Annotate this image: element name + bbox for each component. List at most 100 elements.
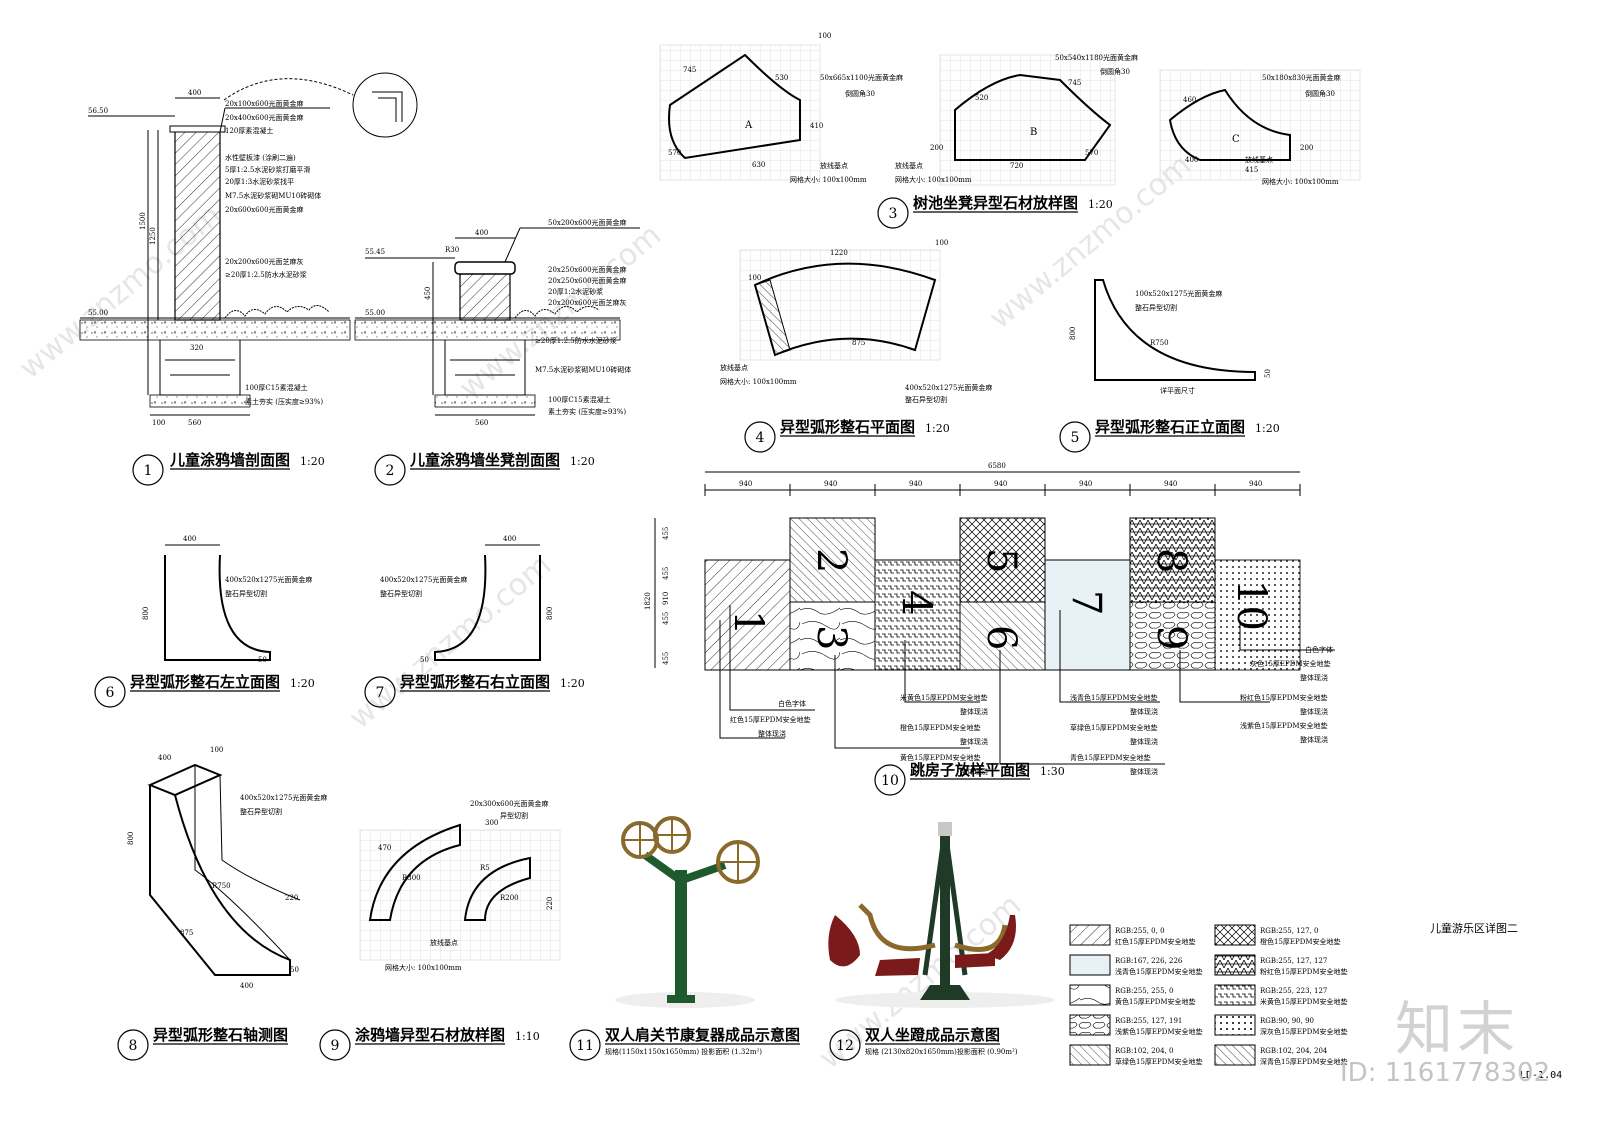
hop-cell-7 bbox=[1044, 559, 1131, 671]
dim-label: R750 bbox=[1150, 339, 1169, 347]
dim-label: 400 bbox=[503, 535, 516, 543]
view-title: 异型弧形整石右立面图 bbox=[400, 673, 550, 691]
view-title: 异型弧形整石平面图 bbox=[780, 418, 915, 436]
view-scale: 1:20 bbox=[925, 422, 950, 435]
view1-wall-section: 400 56.50 55.00 1500 1250 320 560 100 20… bbox=[79, 72, 418, 427]
dim-label: 520 bbox=[975, 94, 988, 102]
dim-label: 100 bbox=[152, 419, 165, 427]
legend-label: 浅青色15厚EPDM安全地垫 bbox=[1115, 967, 1203, 976]
callout-text: 红色15厚EPDM安全地垫 bbox=[730, 715, 811, 724]
dim-label: 50 bbox=[290, 966, 299, 974]
legend-label: 浅紫色15厚EPDM安全地垫 bbox=[1115, 1027, 1203, 1036]
legend-rgb: RGB:102, 204, 0 bbox=[1115, 1047, 1173, 1055]
view-subtitle: 规格(1150x1150x1650mm) 投影面积 (1.32m²) bbox=[605, 1047, 762, 1056]
dim-label: 400 bbox=[183, 535, 196, 543]
callout-text: 20x400x600光面黄金麻 bbox=[225, 113, 304, 122]
callout-text: 整体现浇 bbox=[960, 737, 988, 746]
callout-text: 120厚素混凝土 bbox=[225, 126, 273, 135]
callout-text: 整体现浇 bbox=[1300, 707, 1328, 716]
dim-label: 1500 bbox=[139, 212, 147, 230]
dim-label: 320 bbox=[190, 344, 203, 352]
dim-label: 570 bbox=[668, 149, 681, 157]
view-number: 11 bbox=[576, 1038, 594, 1054]
view-title: 异型弧形整石正立面图 bbox=[1095, 418, 1245, 436]
legend-label: 深青色15厚EPDM安全地垫 bbox=[1260, 1057, 1348, 1066]
dim-label: 1220 bbox=[830, 249, 848, 257]
callout-text: 白色字体 bbox=[778, 699, 806, 708]
dim-label: 400 bbox=[158, 754, 171, 762]
view-scale: 1:20 bbox=[290, 677, 315, 690]
view-title: 跳房子放样平面图 bbox=[910, 761, 1030, 779]
view-title: 双人肩关节康复器成品示意图 bbox=[605, 1026, 800, 1044]
setout-point: 放线基点 bbox=[820, 161, 848, 170]
dim-label: 300 bbox=[485, 819, 498, 827]
dim-label: 530 bbox=[775, 74, 788, 82]
dim-col: 940 bbox=[909, 480, 922, 488]
hop-cell-3 bbox=[789, 601, 876, 671]
callout-text: 100厚C15素混凝土 bbox=[548, 395, 611, 404]
view11-shoulder-rehab-equipment bbox=[615, 816, 760, 1008]
dim-label: R300 bbox=[402, 874, 421, 882]
dim-label: 400 bbox=[1185, 156, 1198, 164]
stone-note: 整石异型切割 bbox=[225, 589, 267, 598]
callout-text: 水性壁板漆 (涂刷二遍) bbox=[225, 153, 296, 162]
callout-text: 青色15厚EPDM安全地垫 bbox=[1070, 753, 1151, 762]
brand-logo: 知末 bbox=[1395, 995, 1520, 1063]
view-scale: 1:20 bbox=[1088, 198, 1113, 211]
grid-size: 网格大小: 100x100mm bbox=[790, 175, 867, 184]
view-number: 6 bbox=[106, 685, 115, 701]
legend-label: 黄色15厚EPDM安全地垫 bbox=[1115, 997, 1196, 1006]
callout-text: 浅青色15厚EPDM安全地垫 bbox=[1070, 693, 1158, 702]
stone-note: 整石异型切割 bbox=[240, 807, 282, 816]
dim-label: 100 bbox=[935, 239, 948, 247]
callout-text: 白色字体 bbox=[1305, 645, 1333, 654]
dim-label: R200 bbox=[500, 894, 519, 902]
view3-stone-layouts: A 745 530 410 630 570 50x665x1100光面黄金麻 倒… bbox=[659, 32, 1361, 186]
dim-row: 455 bbox=[662, 652, 670, 665]
dim-label: 50 bbox=[258, 656, 267, 664]
grid-size: 网格大小: 100x100mm bbox=[385, 963, 462, 972]
callout-text: 整体现浇 bbox=[1130, 707, 1158, 716]
callout-text: 20x200x600光面芝麻灰 bbox=[548, 298, 627, 307]
dim-label: 720 bbox=[1010, 162, 1023, 170]
callout-text: 20x250x600光面黄金麻 bbox=[548, 276, 627, 285]
dim-label: 800 bbox=[1069, 327, 1077, 340]
dim-col: 940 bbox=[1249, 480, 1262, 488]
dim-label: 220 bbox=[546, 897, 554, 910]
view-scale: 1:20 bbox=[560, 677, 585, 690]
view-number: 2 bbox=[386, 463, 395, 479]
hop-cell-9 bbox=[1129, 601, 1216, 671]
callout-text: 橙色15厚EPDM安全地垫 bbox=[900, 723, 981, 732]
stone-note: 400x520x1275光面黄金麻 bbox=[905, 383, 992, 392]
hop-number: 4 bbox=[893, 590, 939, 615]
hop-number: 3 bbox=[808, 625, 854, 650]
legend-label: 红色15厚EPDM安全地垫 bbox=[1115, 937, 1196, 946]
dim-label: 460 bbox=[1183, 96, 1196, 104]
callout-text: 整体现浇 bbox=[960, 767, 988, 776]
setout-point: 放线基点 bbox=[430, 938, 458, 947]
dim-label: 410 bbox=[810, 122, 823, 130]
stone-note: 20x300x600光面黄金麻 bbox=[470, 799, 549, 808]
view-title: 异型弧形整石左立面图 bbox=[130, 673, 280, 691]
view-title: 儿童涂鸦墙坐凳剖面图 bbox=[409, 451, 560, 469]
view-number-circle bbox=[874, 764, 906, 796]
view-title: 双人坐蹬成品示意图 bbox=[865, 1026, 1000, 1044]
view-scale: 1:10 bbox=[515, 1030, 540, 1043]
hop-cell-4 bbox=[874, 559, 961, 671]
dim-col: 940 bbox=[994, 480, 1007, 488]
grid-size: 网格大小: 100x100mm bbox=[720, 377, 797, 386]
callout-text: M7.5水泥砂浆砌MU10砖砌体 bbox=[225, 191, 321, 200]
stone-note: 400x520x1275光面黄金麻 bbox=[240, 793, 327, 802]
hopscotch-callouts: 白色字体 红色15厚EPDM安全地垫 整体现浇 米黄色15厚EPDM安全地垫 整… bbox=[719, 605, 1335, 776]
watermark-id: ID: 1161778302 bbox=[1340, 1058, 1551, 1088]
dim-label: 570 bbox=[1085, 149, 1098, 157]
stone-note: 400x520x1275光面黄金麻 bbox=[225, 575, 312, 584]
view-number: 12 bbox=[836, 1038, 854, 1054]
stone-note: 50x540x1180光面黄金麻 bbox=[1055, 53, 1138, 62]
dim-row: 455 bbox=[662, 527, 670, 540]
dim-col: 940 bbox=[739, 480, 752, 488]
